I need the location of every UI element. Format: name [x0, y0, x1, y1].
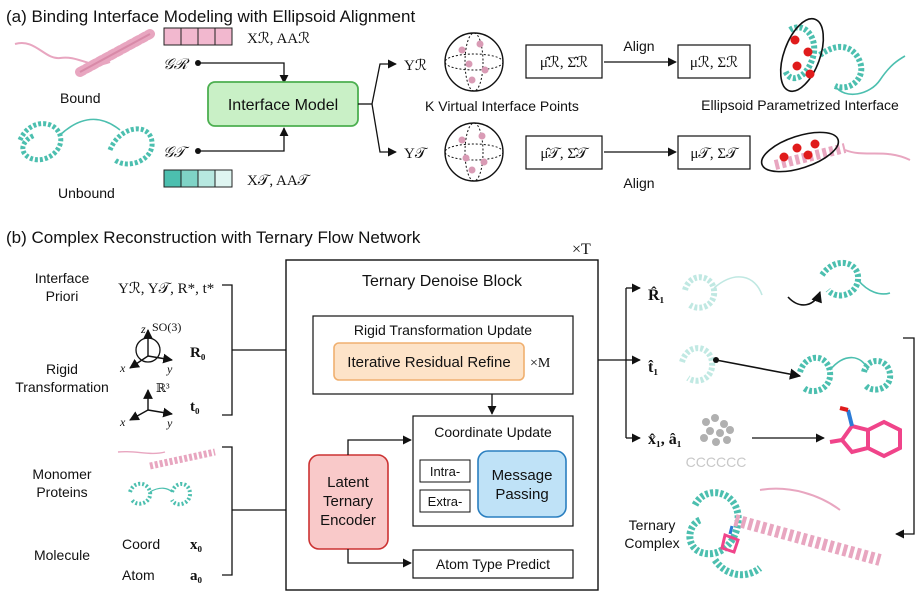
r3-axis-y: y [166, 416, 173, 430]
encoder-line1: Latent [327, 474, 370, 491]
monomer-proteins-image [117, 448, 216, 507]
r1-hat-label: R̂₁ [648, 286, 665, 305]
message-line1: Message [492, 467, 553, 484]
rotation-arrow-icon [787, 290, 822, 306]
r0-label: R₀ [190, 345, 206, 361]
intra-box [419, 459, 471, 483]
y-r-label: Yℛ [404, 58, 427, 74]
feature-t-label: X𝒯, AA𝒯 [247, 173, 312, 189]
faded-protein-t1 [679, 345, 716, 384]
ellipsoid-interface-r [779, 17, 906, 96]
so3-axis-x: x [119, 361, 126, 375]
ellipsoid-interface-label: Ellipsoid Parametrized Interface [701, 97, 899, 113]
so3-axes-icon [129, 329, 173, 369]
intra-label: Intra- [430, 464, 460, 479]
x0-label: x₀ [190, 537, 203, 553]
feature-bar-r [163, 27, 233, 46]
target-r-label: μℛ, Σℛ [690, 55, 738, 71]
coord-label: Coord [122, 536, 160, 552]
align-bottom-label: Align [623, 175, 654, 191]
translated-protein-t1 [797, 354, 894, 395]
unbound-label: Unbound [58, 185, 115, 201]
molecule-structure-icon [829, 406, 902, 459]
target-t-label: μ𝒯, Σ𝒯 [690, 146, 740, 162]
iterative-refine-label: Iterative Residual Refine [347, 354, 510, 371]
encoder-line3: Encoder [320, 512, 376, 529]
unbound-protein-image [17, 118, 155, 167]
atom-type-predict-label: Atom Type Predict [436, 556, 550, 572]
translation-arrow-icon [715, 359, 802, 380]
graph-t-label: 𝒢𝒯 [163, 145, 190, 161]
iterative-refine-box [333, 342, 525, 381]
t0-label: t₀ [190, 399, 200, 415]
ternary-line2: Complex [624, 535, 679, 551]
atom-label: Atom [122, 567, 155, 583]
ternary-line1: Ternary [629, 517, 676, 533]
atom-cloud-icon [700, 414, 734, 446]
target-r-box [677, 44, 751, 79]
ternary-complex-image [686, 487, 882, 579]
virtual-points-sphere-r [444, 32, 504, 92]
atom-type-predict-box [412, 549, 574, 579]
virtual-points-label: K Virtual Interface Points [425, 98, 579, 114]
priori-vars-label: Yℛ, Y𝒯, R*, t* [118, 281, 214, 297]
t1-hat-label: t̂₁ [648, 359, 658, 376]
graph-r-label: 𝒢ℛ [163, 57, 191, 73]
so3-label: SO(3) [152, 320, 181, 334]
message-passing-box [477, 450, 567, 518]
panel-b-title: (b) Complex Reconstruction with Ternary … [6, 228, 421, 247]
molecule-label: Molecule [34, 547, 90, 563]
block-title: Ternary Denoise Block [362, 273, 523, 290]
rigid-line2: Transformation [15, 379, 109, 395]
r3-axes-icon [129, 389, 173, 421]
estimate-t-label: μ̂𝒯, Σ̂𝒯 [540, 146, 590, 162]
bound-protein-image [14, 29, 155, 77]
feature-bar-t [163, 169, 233, 188]
xa1-hat-label: x̂₁, â₁ [648, 431, 682, 448]
r3-label: ℝ³ [156, 381, 170, 395]
coordinate-update-label: Coordinate Update [434, 424, 552, 440]
align-top-label: Align [623, 38, 654, 54]
ellipsoid-interface-t [760, 131, 911, 173]
interface-priori-line1: Interface [35, 270, 90, 286]
rotated-protein-r1 [819, 259, 891, 299]
faded-protein-r1 [682, 274, 763, 311]
estimate-r-box [525, 44, 603, 79]
extra-label: Extra- [428, 494, 463, 509]
a0-label: a₀ [190, 568, 203, 584]
rigid-update-label: Rigid Transformation Update [354, 322, 532, 338]
interface-model-label: Interface Model [228, 97, 338, 114]
bound-label: Bound [60, 90, 100, 106]
estimate-t-box [525, 135, 603, 170]
encoder-line2: Ternary [323, 493, 374, 510]
ccc-label: CCCCCC [686, 454, 747, 470]
times-t-label: ×T [572, 241, 591, 258]
monomer-line2: Proteins [36, 484, 87, 500]
times-m-label: ×M [530, 356, 551, 371]
feature-r-label: Xℛ, AAℛ [247, 31, 310, 47]
r3-axis-x: x [119, 415, 126, 429]
y-t-label: Y𝒯 [404, 146, 429, 162]
panel-a-title: (a) Binding Interface Modeling with Elli… [6, 7, 415, 26]
extra-box [419, 489, 471, 513]
interface-priori-line2: Priori [46, 288, 79, 304]
monomer-line1: Monomer [32, 466, 91, 482]
message-line2: Passing [495, 486, 548, 503]
target-t-box [677, 135, 751, 170]
estimate-r-label: μ̂ℛ, Σ̂ℛ [540, 55, 588, 71]
so3-axis-z: z [140, 322, 146, 336]
so3-axis-y: y [166, 362, 173, 376]
rigid-line1: Rigid [46, 361, 78, 377]
virtual-points-sphere-t [444, 122, 504, 182]
